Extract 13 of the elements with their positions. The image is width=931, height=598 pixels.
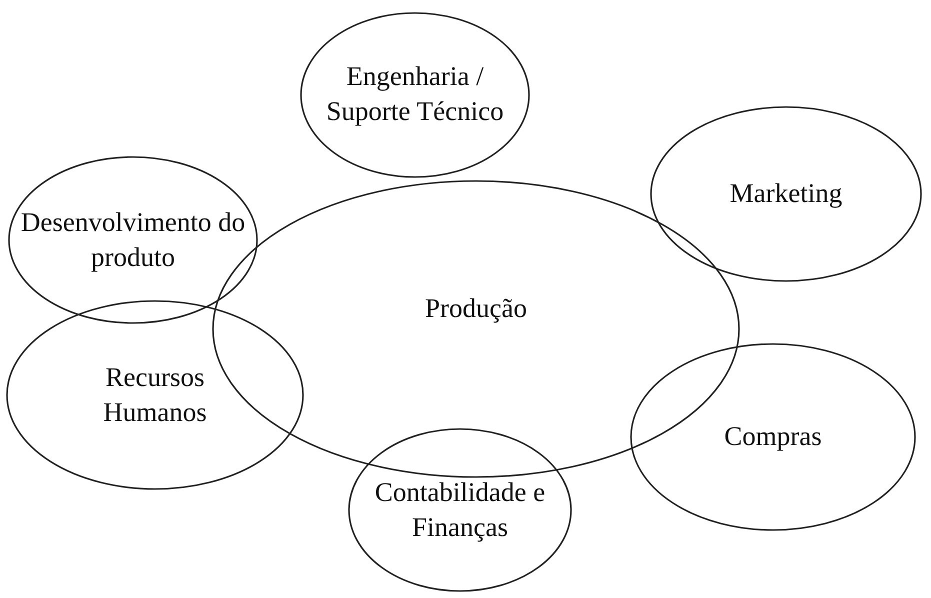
ellipse-outline — [630, 343, 916, 531]
node-label: Compras — [723, 420, 823, 454]
ellipse-outline — [8, 156, 258, 324]
node-label: Recursos Humanos — [102, 360, 208, 429]
node-label: Produção — [424, 292, 528, 326]
ellipse-outline — [300, 12, 530, 178]
ellipse-outline — [6, 300, 304, 490]
ellipse-outline — [348, 428, 572, 592]
node-label: Desenvolvimento do produto — [20, 206, 246, 274]
node-label: Engenharia / Suporte Técnico — [325, 60, 505, 128]
node-label: Marketing — [728, 177, 844, 210]
node-label: Contabilidade e Finanças — [374, 476, 546, 544]
ellipse-outline — [650, 106, 922, 282]
